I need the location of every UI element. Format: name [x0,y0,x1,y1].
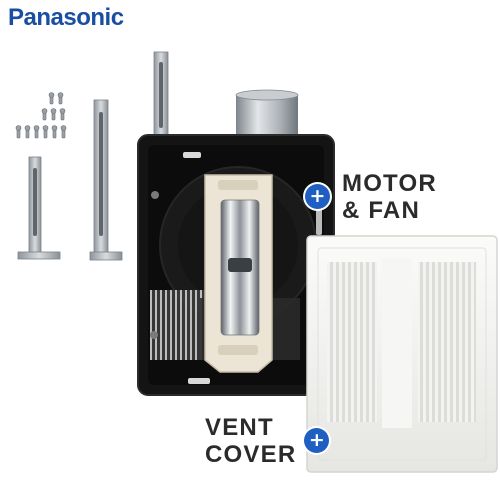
motor-fan-label-line1: MOTOR [342,170,437,197]
duct-collar [235,89,299,140]
vent-cover-callout: VENT COVER + [205,414,330,468]
vent-cover [306,235,498,473]
vent-cover-label-line2: COVER [205,441,297,468]
motor-fan-label: MOTOR & FAN [342,170,437,224]
vent-cover-label-line1: VENT [205,414,274,441]
brand-logo: Panasonic [8,4,124,31]
plus-icon: + [304,428,330,453]
hanger-bar-long [153,51,169,137]
hanger-bar-medium [89,99,123,261]
motor-assembly [204,174,273,373]
vent-cover-label: VENT COVER [205,414,296,468]
mounting-screws [15,92,67,139]
plus-icon: + [305,183,330,209]
motor-fan-callout: + MOTOR & FAN [305,170,437,224]
hanger-bar-short [17,156,61,260]
hanger-bars [17,51,169,261]
motor-fan-label-line2: & FAN [342,197,420,224]
